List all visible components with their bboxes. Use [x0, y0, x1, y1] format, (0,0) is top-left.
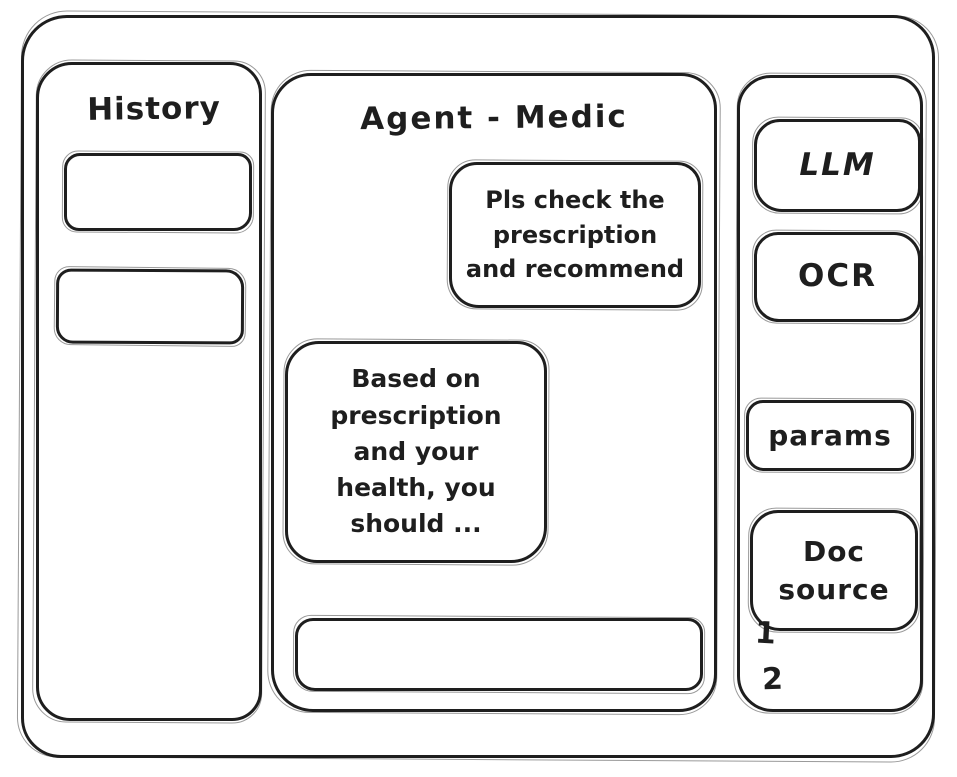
- doc-source-button-label: Doc source: [778, 534, 890, 606]
- params-button[interactable]: params: [746, 400, 914, 471]
- doc-source-button[interactable]: Doc source: [750, 510, 918, 631]
- history-item[interactable]: [55, 268, 245, 345]
- chat-input[interactable]: [302, 625, 696, 684]
- assistant-message-bubble: Based on prescription and your health, y…: [285, 341, 547, 563]
- chat-input-box[interactable]: [295, 618, 703, 691]
- assistant-message-text: Based on prescription and your health, y…: [330, 364, 502, 539]
- llm-button[interactable]: LLM: [754, 119, 921, 212]
- user-message-bubble: Pls check the prescription and recommend: [449, 162, 701, 308]
- history-item[interactable]: [64, 153, 252, 231]
- llm-button-label: LLM: [799, 146, 876, 183]
- ocr-button[interactable]: OCR: [754, 232, 921, 322]
- doc-source-item-2[interactable]: 2: [761, 661, 784, 698]
- ocr-button-label: OCR: [798, 258, 877, 295]
- chat-title: Agent - Medic: [360, 98, 628, 138]
- doc-source-item-1[interactable]: 1: [754, 615, 777, 652]
- params-button-label: params: [768, 418, 892, 452]
- tools-panel: LLM OCR params Doc source 1 2: [737, 75, 923, 712]
- history-title: History: [86, 90, 222, 128]
- user-message-text: Pls check the prescription and recommend: [465, 185, 685, 284]
- chat-panel: Agent - Medic Pls check the prescription…: [271, 73, 717, 712]
- history-panel: History: [36, 62, 262, 721]
